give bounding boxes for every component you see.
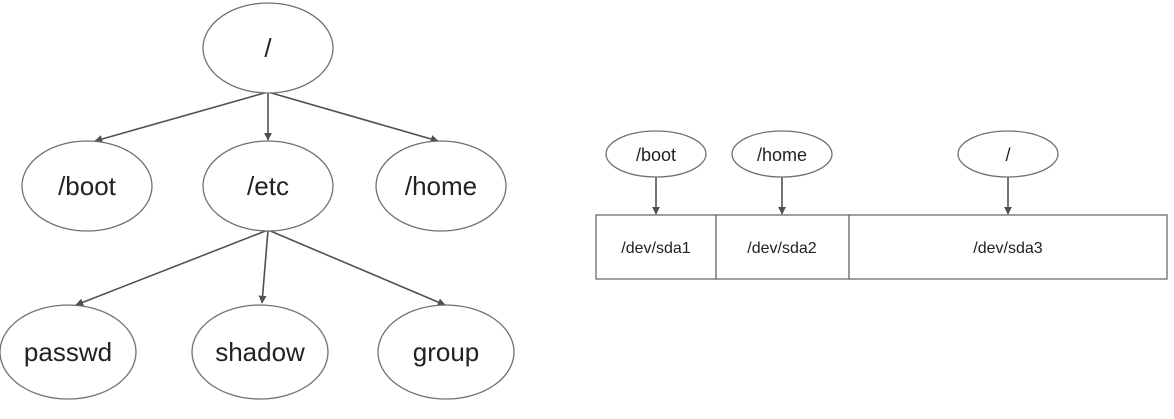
edge-etc-shadow <box>258 229 269 304</box>
partition-sda2-label: /dev/sda2 <box>747 240 816 257</box>
edge-etc-passwd <box>75 229 269 307</box>
tree-node-shadow-label: shadow <box>215 337 305 367</box>
mount-diagram: /boot /home / /dev/sda1 /dev/sda2 /dev/s… <box>595 130 1168 280</box>
tree-node-boot: /boot <box>21 140 153 232</box>
edge-root-home <box>267 91 439 143</box>
tree-node-home-label: /home <box>405 171 477 201</box>
tree-node-etc-label: /etc <box>247 171 289 201</box>
edge-etc-group <box>267 229 446 306</box>
tree-node-boot-label: /boot <box>58 171 117 201</box>
mount-point-root: / <box>957 130 1059 178</box>
tree-node-root: / <box>202 2 334 94</box>
mount-point-root-label: / <box>1005 145 1010 165</box>
tree-node-group-label: group <box>413 337 480 367</box>
directory-tree: / /boot /etc /home passwd shadow group <box>0 2 515 400</box>
tree-node-root-label: / <box>264 33 272 63</box>
partition-sda3: /dev/sda3 <box>848 214 1168 280</box>
mount-point-home: /home <box>731 130 833 178</box>
mount-point-boot-label: /boot <box>636 145 676 165</box>
partition-sda1: /dev/sda1 <box>595 214 717 280</box>
partition-sda2: /dev/sda2 <box>715 214 850 280</box>
tree-node-group: group <box>377 304 515 400</box>
mount-point-boot: /boot <box>605 130 707 178</box>
tree-node-shadow: shadow <box>191 304 329 400</box>
edge-root-boot <box>94 91 269 143</box>
tree-node-etc: /etc <box>202 140 334 232</box>
partition-bar: /dev/sda1 /dev/sda2 /dev/sda3 <box>595 214 1168 280</box>
partition-sda3-label: /dev/sda3 <box>973 240 1042 257</box>
tree-node-passwd: passwd <box>0 304 137 400</box>
tree-node-home: /home <box>375 140 507 232</box>
partition-sda1-label: /dev/sda1 <box>621 240 690 257</box>
tree-node-passwd-label: passwd <box>24 337 112 367</box>
mount-point-home-label: /home <box>757 145 807 165</box>
